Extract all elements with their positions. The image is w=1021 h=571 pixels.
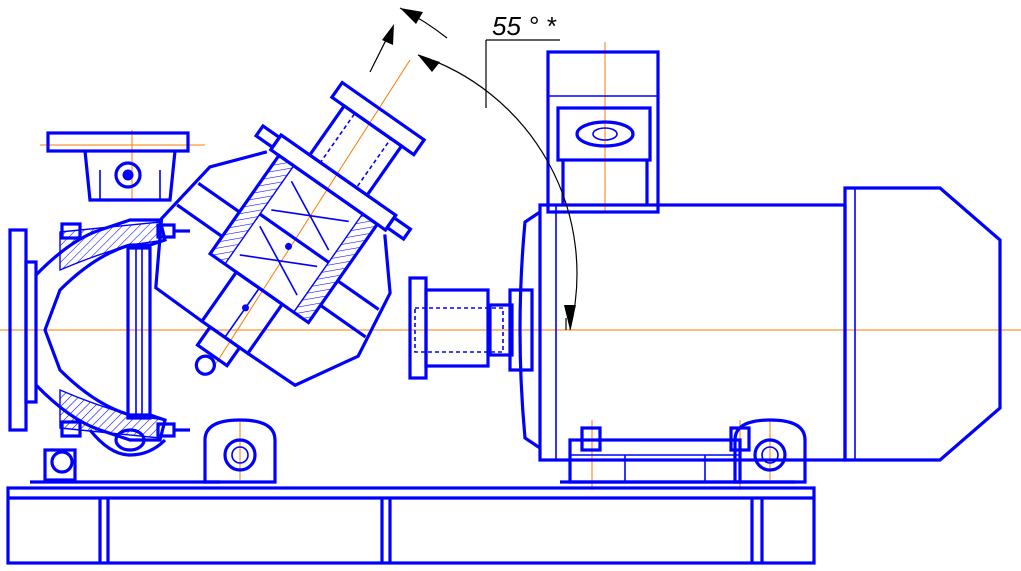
- shaft-coupling: [408, 276, 504, 380]
- lifting-lug-left: [203, 418, 277, 484]
- angle-dimension-label: 55 ° *: [492, 11, 557, 41]
- lifting-lug-right: [733, 418, 807, 484]
- pump-top-flange: [46, 131, 190, 202]
- tilt-angle-dimension: [369, 7, 578, 331]
- electric-motor: [488, 50, 1002, 484]
- base-frame: [6, 480, 816, 565]
- pump-casing: [8, 218, 190, 482]
- tilted-gearbox: [154, 80, 427, 388]
